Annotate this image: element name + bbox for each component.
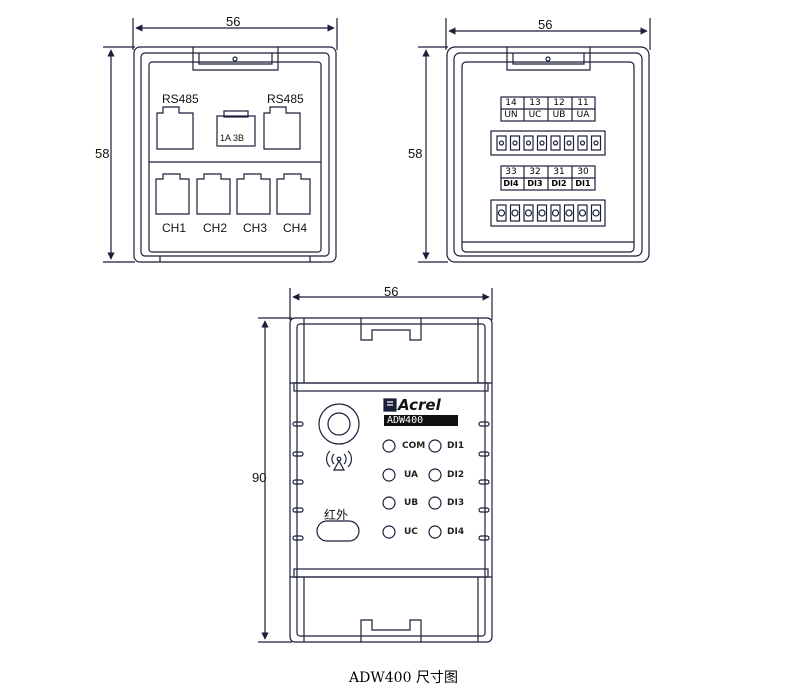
led-indicator [428,439,442,453]
vent-slot [292,479,304,485]
terminal-pin [509,204,521,222]
terminal-pin [563,135,575,151]
terminal-pin [523,135,534,151]
terminal-label: UA [576,110,590,120]
led-label-di4: DI4 [447,527,465,537]
terminal-screw [538,209,546,217]
terminal-screw [512,140,518,146]
infrared-label: 红外 [324,508,349,522]
top-left-height-label: 58 [95,146,110,161]
vent-slot [292,535,304,541]
top-left-width-label: 56 [226,14,241,29]
terminal-pin [577,135,588,151]
terminal-screw [497,209,506,217]
terminal-pin [550,204,561,222]
terminal-screw [498,140,505,146]
terminal-number: 14 [505,98,517,108]
led-label-ua: UA [404,470,418,480]
led-indicator [382,496,396,510]
terminal-screw [593,140,599,146]
terminal-label: UN [504,110,518,120]
vent-slot [292,421,304,427]
terminal-number: 31 [553,167,565,177]
channel-label-2: CH2 [203,221,228,235]
led-label-di3: DI3 [447,498,465,508]
terminal-number: 33 [505,167,517,177]
led-indicator [382,439,396,453]
terminal-screw [539,140,545,146]
power-connector-label: 1A 3B [220,133,245,143]
terminal-pin [550,135,561,151]
vent-slot [478,535,490,541]
top-right-view [418,18,651,263]
terminal-number: 11 [577,98,589,108]
terminal-label: DI3 [527,179,543,188]
vent-slot [478,421,490,427]
led-indicator [382,468,396,482]
top-left-view [103,18,338,263]
terminal-pin [509,135,521,151]
top-right-width-label: 56 [538,17,553,32]
rs485-left-label: RS485 [162,92,199,106]
terminal-pin [496,135,507,151]
led-label-com: COM [402,441,426,451]
terminal-screw [524,209,533,217]
lower-terminal-strip [496,204,602,222]
wireless-icon [326,450,352,471]
top-right-height-label: 58 [408,146,423,161]
terminal-number: 13 [529,98,541,108]
terminal-pin [496,204,507,222]
terminal-label: UB [552,110,566,120]
terminal-screw [525,140,532,146]
led-indicators [382,439,442,539]
terminal-label: DI2 [551,179,567,188]
terminal-pin [536,135,548,151]
led-indicator [428,496,442,510]
terminal-screw [592,209,600,217]
terminal-number: 30 [577,167,589,177]
vent-slot [478,451,490,457]
terminal-number: 12 [553,98,565,108]
front-view [258,288,493,643]
brand-logo-text: Acrel [398,396,441,414]
led-indicator [428,525,442,539]
model-label: ADW400 [384,415,458,426]
terminal-screw [551,209,560,217]
led-label-uc: UC [404,527,418,537]
terminal-pin [536,204,548,222]
terminal-screw [565,209,573,217]
led-indicator [382,525,396,539]
figure-caption: ADW400 尺寸图 [349,670,458,686]
vent-slot [478,479,490,485]
terminal-screw [578,209,587,217]
vent-slot [478,507,490,513]
led-indicator [428,468,442,482]
terminal-pin [563,204,575,222]
terminal-screw [552,140,559,146]
terminal-pin [523,204,534,222]
bottom-height-label: 90 [252,470,267,485]
terminal-pin [590,135,602,151]
rs485-right-label: RS485 [267,92,304,106]
terminal-screw [511,209,519,217]
led-label-di2: DI2 [447,470,465,480]
terminal-pin [577,204,588,222]
channel-label-3: CH3 [243,221,268,235]
channel-label-1: CH1 [162,221,187,235]
upper-terminal-strip [496,135,602,151]
terminal-label: DI4 [503,179,519,188]
vent-slot [292,451,304,457]
bottom-width-label: 56 [384,284,399,299]
terminal-label: UC [528,110,542,120]
led-label-ub: UB [404,498,419,508]
vent-slot [292,507,304,513]
terminal-label: DI1 [575,179,591,188]
terminal-screw [566,140,572,146]
channel-label-4: CH4 [283,221,308,235]
led-label-di1: DI1 [447,441,465,451]
terminal-screw [579,140,586,146]
terminal-number: 32 [529,167,541,177]
terminal-pin [590,204,602,222]
